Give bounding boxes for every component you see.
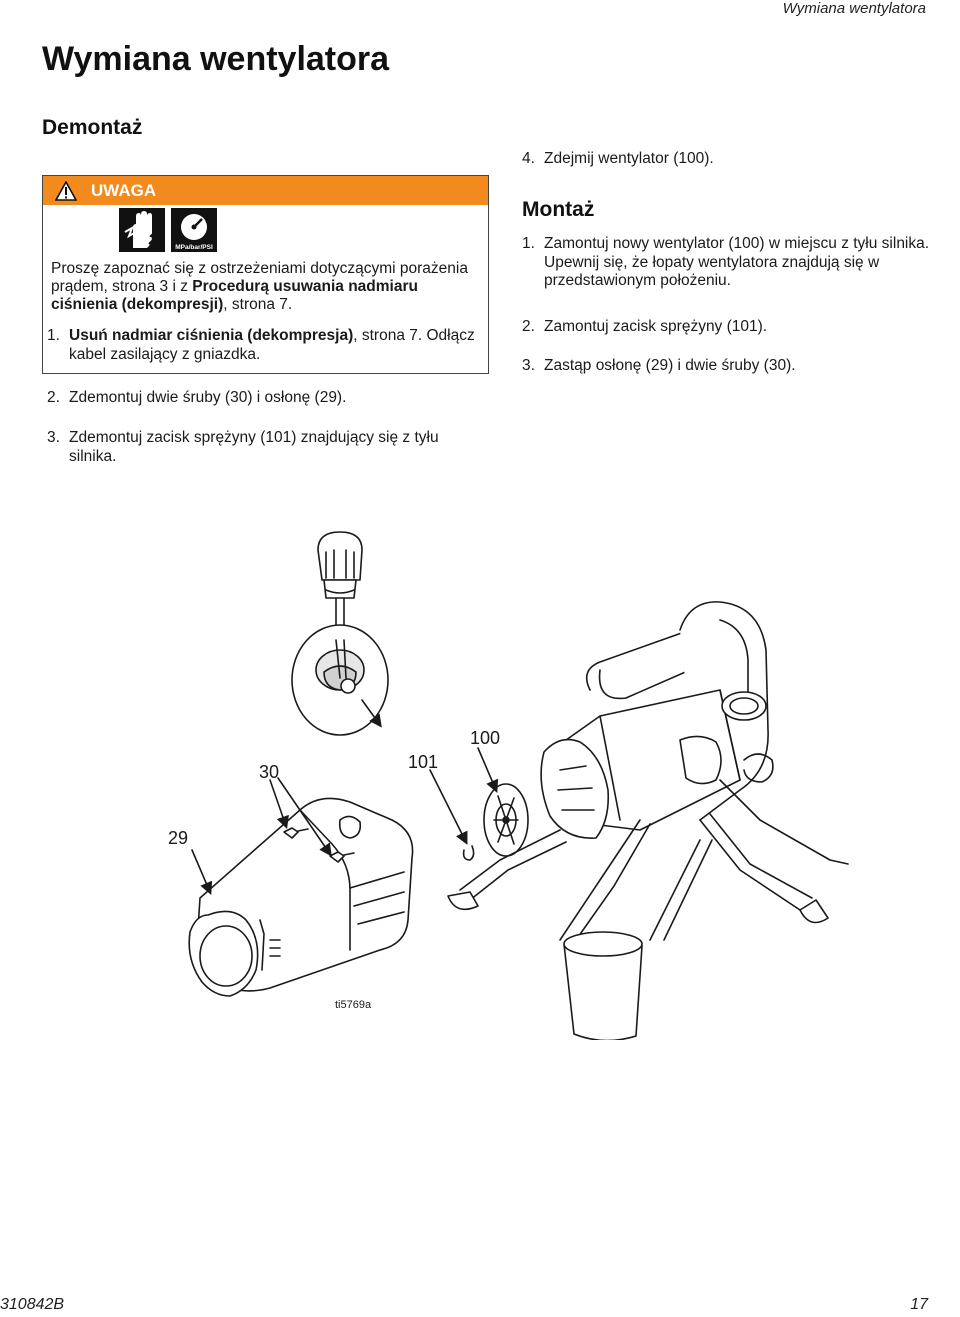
assembly-heading: Montaż: [522, 198, 595, 221]
spring-clip-part-101: [462, 845, 475, 861]
warning-step-1: 1. Usuń nadmiar ciśnienia (dekompresja),…: [47, 327, 487, 364]
warning-text-bold: Procedurą usuwania nadmiaru ciśnienia (d…: [51, 278, 418, 313]
step-text: Zdemontuj dwie śruby (30) i osłonę (29).: [69, 389, 347, 406]
disassembly-step-2: 2. Zdemontuj dwie śruby (30) i osłonę (2…: [47, 389, 487, 408]
callout-100: 100: [470, 728, 500, 748]
step-number: 2.: [47, 389, 60, 406]
fan-replacement-diagram: 29 30 101 100 ti5769a: [168, 531, 849, 1040]
motor-cover-part-29: [188, 797, 414, 997]
step-number: 2.: [522, 318, 535, 335]
warning-label: UWAGA: [91, 180, 157, 200]
disassembly-step-4: 4. Zdejmij wentylator (100).: [522, 150, 942, 169]
step-text: Zdejmij wentylator (100).: [544, 150, 714, 167]
screws-part-30: [283, 827, 355, 863]
step-bold-text: Usuń nadmiar ciśnienia (dekompresja): [69, 327, 354, 344]
doc-number: 310842B: [0, 1296, 65, 1313]
step-text: Zamontuj nowy wentylator (100) w miejscu…: [544, 235, 930, 289]
warning-text-part1: Proszę zapoznać się z ostrzeżeniami doty…: [51, 260, 468, 295]
figure-id: ti5769a: [335, 999, 372, 1011]
page-title: Wymiana wentylatora: [42, 40, 390, 78]
assembly-step-2: 2. Zamontuj zacisk sprężyny (101).: [522, 318, 944, 337]
callout-101: 101: [408, 752, 438, 772]
detail-zoom-circle: [291, 624, 389, 736]
step-text: Zamontuj zacisk sprężyny (101).: [544, 318, 768, 335]
page-number: 17: [910, 1296, 928, 1313]
pressure-gauge-icon: MPa/bar/PSI: [171, 208, 217, 252]
warning-triangle-icon: [55, 180, 77, 201]
sprayer-assembly: [447, 601, 849, 1040]
assembly-step-3: 3. Zastąp osłonę (29) i dwie śruby (30).: [522, 357, 944, 376]
step-number: 4.: [522, 150, 535, 167]
assembly-step-1: 1. Zamontuj nowy wentylator (100) w miej…: [522, 235, 944, 291]
step-number: 3.: [522, 357, 535, 374]
step-text: Zastąp osłonę (29) i dwie śruby (30).: [544, 357, 796, 374]
step-text: Zdemontuj zacisk sprężyny (101) znajdują…: [69, 429, 439, 465]
callout-29: 29: [168, 828, 188, 848]
disassembly-step-3: 3. Zdemontuj zacisk sprężyny (101) znajd…: [47, 429, 467, 466]
callout-30: 30: [259, 762, 279, 782]
warning-box: UWAGA MPa/bar/PSI Proszę zapoznać się z …: [42, 175, 489, 374]
electric-shock-icon: [119, 208, 165, 252]
fan-part-100: [483, 783, 529, 857]
screwdriver: [317, 531, 363, 651]
running-header: Wymiana wentylatora: [782, 0, 926, 17]
warning-bar: UWAGA: [43, 176, 488, 205]
warning-text-part2: , strona 7.: [223, 296, 293, 313]
gauge-units-text: MPa/bar/PSI: [175, 244, 213, 251]
disassembly-heading: Demontaż: [42, 116, 143, 139]
step-number: 3.: [47, 429, 60, 446]
warning-text: Proszę zapoznać się z ostrzeżeniami doty…: [51, 260, 481, 314]
step-number: 1.: [522, 235, 535, 252]
step-text: , strona 7. Odłącz kabel zasilający z gn…: [69, 327, 475, 363]
step-number: 1.: [47, 327, 60, 344]
